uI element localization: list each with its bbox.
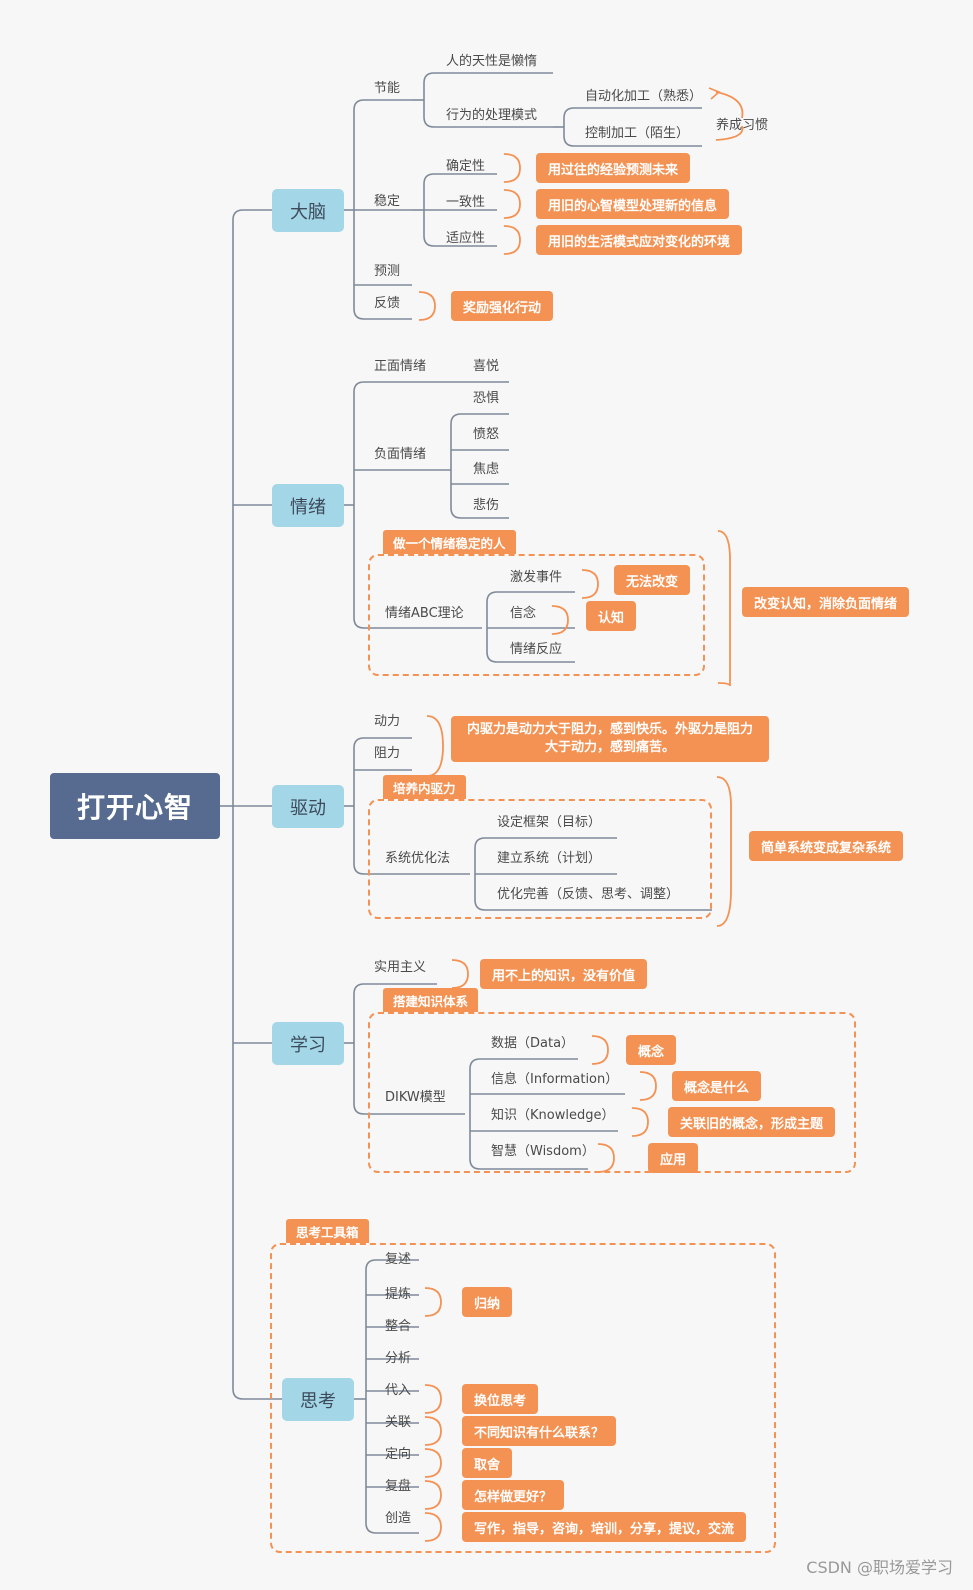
label-create[interactable]: 创造: [385, 1511, 412, 1526]
label-review[interactable]: 复盘: [385, 1479, 412, 1494]
label-adaptability[interactable]: 适应性: [446, 231, 486, 246]
frame-emotion-stable: [368, 554, 705, 676]
tag-knowledge[interactable]: 关联旧的概念，形成主题: [668, 1107, 836, 1137]
root-node[interactable]: 打开心智: [50, 773, 220, 839]
tag-relate[interactable]: 不同知识有什么联系？: [462, 1416, 617, 1446]
tag-info[interactable]: 概念是什么: [672, 1071, 762, 1101]
label-resistance[interactable]: 阻力: [374, 746, 401, 761]
node-drive[interactable]: 驱动: [272, 785, 344, 828]
label-fear[interactable]: 恐惧: [473, 391, 500, 406]
label-system[interactable]: 系统优化法: [385, 851, 451, 866]
header-drive[interactable]: 培养内驱力: [383, 775, 466, 799]
frame-drive: [368, 799, 712, 919]
label-positive[interactable]: 正面情绪: [374, 359, 427, 374]
tag-wisdom[interactable]: 应用: [648, 1143, 699, 1173]
label-power[interactable]: 动力: [374, 714, 401, 729]
tag-drive-summary[interactable]: 简单系统变成复杂系统: [749, 831, 904, 861]
frame-think: [270, 1243, 776, 1553]
label-predict[interactable]: 预测: [374, 264, 401, 279]
label-energy[interactable]: 节能: [374, 81, 401, 96]
tag-feedback[interactable]: 奖励强化行动: [451, 291, 554, 321]
label-auto[interactable]: 自动化加工（熟悉）: [585, 89, 703, 104]
label-build[interactable]: 建立系统（计划）: [497, 851, 602, 866]
tag-emotion-summary[interactable]: 改变认知，消除负面情绪: [742, 587, 910, 617]
frame-learn: [368, 1012, 856, 1173]
label-sadness[interactable]: 悲伤: [473, 498, 500, 513]
header-learn[interactable]: 搭建知识体系: [383, 988, 479, 1012]
tag-orient[interactable]: 取舍: [462, 1448, 513, 1478]
tag-certainty[interactable]: 用过往的经验预测未来: [536, 153, 691, 183]
node-emotion[interactable]: 情绪: [272, 484, 344, 527]
label-event[interactable]: 激发事件: [510, 570, 563, 585]
label-reaction[interactable]: 情绪反应: [510, 642, 563, 657]
label-refine[interactable]: 提炼: [385, 1287, 412, 1302]
label-anxiety[interactable]: 焦虑: [473, 462, 500, 477]
tag-event[interactable]: 无法改变: [614, 565, 691, 595]
label-lazy[interactable]: 人的天性是懒惰: [446, 54, 538, 69]
label-substitute[interactable]: 代入: [385, 1383, 412, 1398]
label-pragmatism[interactable]: 实用主义: [374, 960, 427, 975]
label-negative[interactable]: 负面情绪: [374, 447, 427, 462]
label-relate[interactable]: 关联: [385, 1415, 412, 1430]
label-stable[interactable]: 稳定: [374, 194, 401, 209]
tag-belief[interactable]: 认知: [586, 601, 637, 631]
node-brain[interactable]: 大脑: [272, 189, 344, 232]
label-retell[interactable]: 复述: [385, 1252, 412, 1267]
label-feedback[interactable]: 反馈: [374, 296, 401, 311]
tag-data[interactable]: 概念: [626, 1035, 677, 1065]
label-habit[interactable]: 养成习惯: [716, 118, 769, 133]
label-data[interactable]: 数据（Data）: [491, 1036, 575, 1051]
label-optimize[interactable]: 优化完善（反馈、思考、调整）: [497, 887, 680, 902]
watermark: CSDN @职场爱学习: [806, 1558, 953, 1577]
label-knowledge[interactable]: 知识（Knowledge）: [491, 1108, 615, 1123]
label-anger[interactable]: 愤怒: [473, 427, 500, 442]
node-think[interactable]: 思考: [282, 1378, 354, 1421]
tag-adaptability[interactable]: 用旧的生活模式应对变化的环境: [536, 225, 743, 255]
label-integrate[interactable]: 整合: [385, 1319, 412, 1334]
label-dikw[interactable]: DIKW模型: [385, 1090, 446, 1105]
label-wisdom[interactable]: 智慧（Wisdom）: [491, 1144, 595, 1159]
node-learn[interactable]: 学习: [272, 1022, 344, 1065]
label-belief[interactable]: 信念: [510, 606, 537, 621]
header-think[interactable]: 思考工具箱: [286, 1219, 369, 1243]
tag-substitute[interactable]: 换位思考: [462, 1384, 539, 1414]
header-emotion-stable[interactable]: 做一个情绪稳定的人: [383, 530, 516, 554]
tag-review[interactable]: 怎样做更好？: [462, 1480, 565, 1510]
tag-power[interactable]: 内驱力是动力大于阻力，感到快乐。外驱力是阻力大于动力，感到痛苦。: [451, 716, 769, 762]
tag-pragmatism[interactable]: 用不上的知识，没有价值: [480, 959, 648, 989]
label-control[interactable]: 控制加工（陌生）: [585, 126, 690, 141]
label-certainty[interactable]: 确定性: [446, 159, 486, 174]
label-joy[interactable]: 喜悦: [473, 359, 500, 374]
label-abc[interactable]: 情绪ABC理论: [385, 606, 464, 621]
label-consistency[interactable]: 一致性: [446, 195, 486, 210]
label-info[interactable]: 信息（Information）: [491, 1072, 619, 1087]
tag-create[interactable]: 写作，指导，咨询，培训，分享，提议，交流: [462, 1512, 747, 1542]
label-frame[interactable]: 设定框架（目标）: [497, 815, 602, 830]
tag-consistency[interactable]: 用旧的心智模型处理新的信息: [536, 189, 730, 219]
label-mode[interactable]: 行为的处理模式: [446, 108, 538, 123]
label-analyze[interactable]: 分析: [385, 1351, 412, 1366]
tag-refine[interactable]: 归纳: [462, 1287, 513, 1317]
label-orient[interactable]: 定向: [385, 1447, 412, 1462]
